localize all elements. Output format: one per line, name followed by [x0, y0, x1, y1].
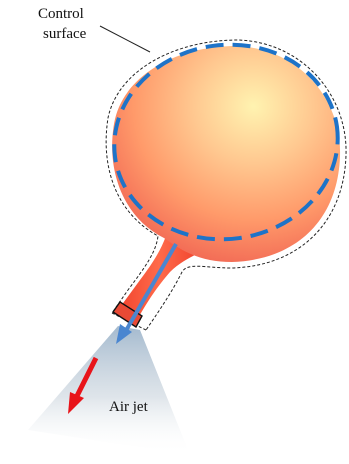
air-jet-plume	[28, 326, 190, 455]
control-surface-label-line2: surface	[43, 26, 86, 43]
control-surface-leader	[100, 26, 150, 52]
control-surface-label-line1: Control	[38, 6, 84, 23]
air-jet-label: Air jet	[109, 399, 148, 416]
